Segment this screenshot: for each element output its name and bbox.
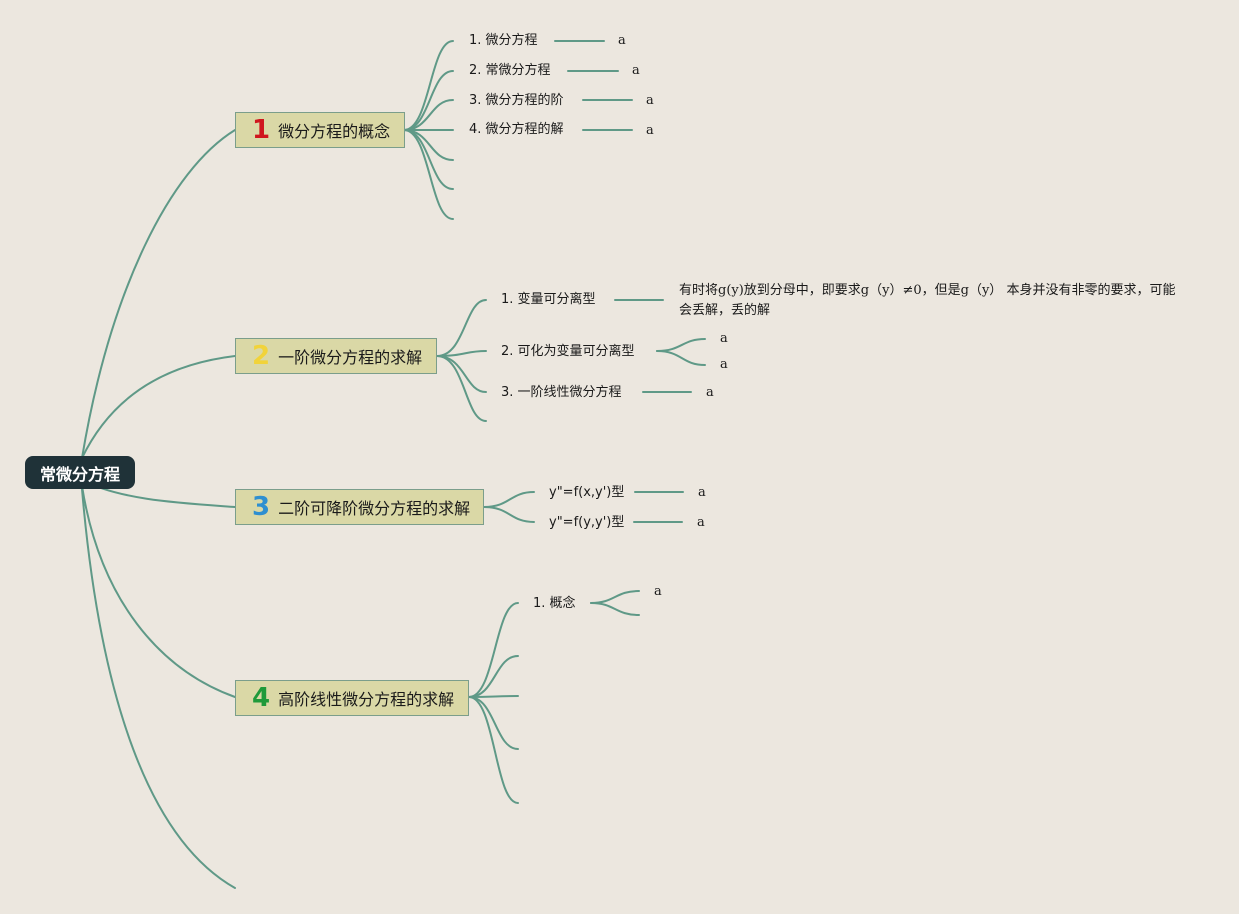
connector-t1-c7: [403, 129, 454, 220]
subtopic-2-2[interactable]: 2. 可化为变量可分离型: [501, 344, 635, 359]
topic-number-4: 4: [252, 683, 271, 713]
leaf-note-2-1[interactable]: 有时将g(y)放到分母中，即要求g（y）≠0，但是g（y） 本身并没有非零的要求…: [679, 283, 1176, 318]
leaf-1-4[interactable]: a: [646, 123, 654, 138]
subtopic-4-1[interactable]: 1. 概念: [533, 596, 576, 611]
connector-t4-c1: [468, 602, 519, 698]
topic-label: 高阶线性微分方程的求解: [278, 690, 455, 709]
connector-t2-c4: [436, 355, 487, 422]
connector-t3-c1: [483, 491, 535, 508]
connector-t4-c3: [468, 695, 519, 698]
subtopic-1-1[interactable]: 1. 微分方程: [469, 33, 538, 48]
subtopic-3-2[interactable]: y"=f(y,y')型: [549, 515, 625, 530]
leaf-3-1[interactable]: a: [698, 485, 706, 500]
topic-number-1: 1: [252, 115, 271, 145]
leaf-4-1[interactable]: a: [654, 584, 662, 599]
connector-t2-c1: [436, 299, 487, 357]
connector-t2-leaf2b: [656, 350, 706, 366]
subtopic-1-2[interactable]: 2. 常微分方程: [469, 63, 551, 78]
connector-t1-c2: [403, 70, 454, 131]
topic-number-3: 3: [252, 492, 271, 522]
connector-t2-leaf2a: [656, 338, 706, 352]
topic-label: 一阶微分方程的求解: [278, 348, 423, 367]
connector-t2-c3: [436, 355, 487, 393]
subtopic-2-1[interactable]: 1. 变量可分离型: [501, 292, 596, 307]
subtopic-2-3[interactable]: 3. 一阶线性微分方程: [501, 385, 622, 400]
leaf-3-2[interactable]: a: [697, 515, 705, 530]
connector-t4-c4: [468, 696, 519, 750]
leaf-2-3[interactable]: a: [706, 385, 714, 400]
subtopic-1-4[interactable]: 4. 微分方程的解: [469, 122, 564, 137]
topic-label: 微分方程的概念: [278, 122, 391, 141]
connector-t4-c2: [468, 655, 519, 698]
connector-root-topic-2: [81, 355, 236, 459]
connector-root-topic-4: [81, 485, 236, 698]
topic-2[interactable]: 2 一阶微分方程的求解: [235, 338, 437, 374]
connector-t4-c5: [468, 696, 519, 804]
leaf-2-2b[interactable]: a: [720, 357, 728, 372]
topic-label: 二阶可降阶微分方程的求解: [278, 499, 471, 518]
connector-root-topic-1: [81, 129, 236, 459]
connector-t4-leaf1b: [590, 602, 640, 616]
topic-number-2: 2: [252, 341, 271, 371]
root-topic[interactable]: 常微分方程: [25, 456, 135, 489]
subtopic-3-1[interactable]: y"=f(x,y')型: [549, 485, 625, 500]
connector-t3-c2: [483, 506, 535, 523]
connector-root-topic-5: [81, 488, 236, 889]
leaf-1-1[interactable]: a: [618, 33, 626, 48]
leaf-2-2a[interactable]: a: [720, 331, 728, 346]
topic-3[interactable]: 3 二阶可降阶微分方程的求解: [235, 489, 484, 525]
connector-t4-leaf1a: [590, 590, 640, 604]
leaf-1-2[interactable]: a: [632, 63, 640, 78]
subtopic-1-3[interactable]: 3. 微分方程的阶: [469, 93, 564, 108]
connector-t1-c1: [403, 40, 454, 131]
topic-1[interactable]: 1 微分方程的概念: [235, 112, 405, 148]
topic-4[interactable]: 4 高阶线性微分方程的求解: [235, 680, 469, 716]
leaf-1-3[interactable]: a: [646, 93, 654, 108]
